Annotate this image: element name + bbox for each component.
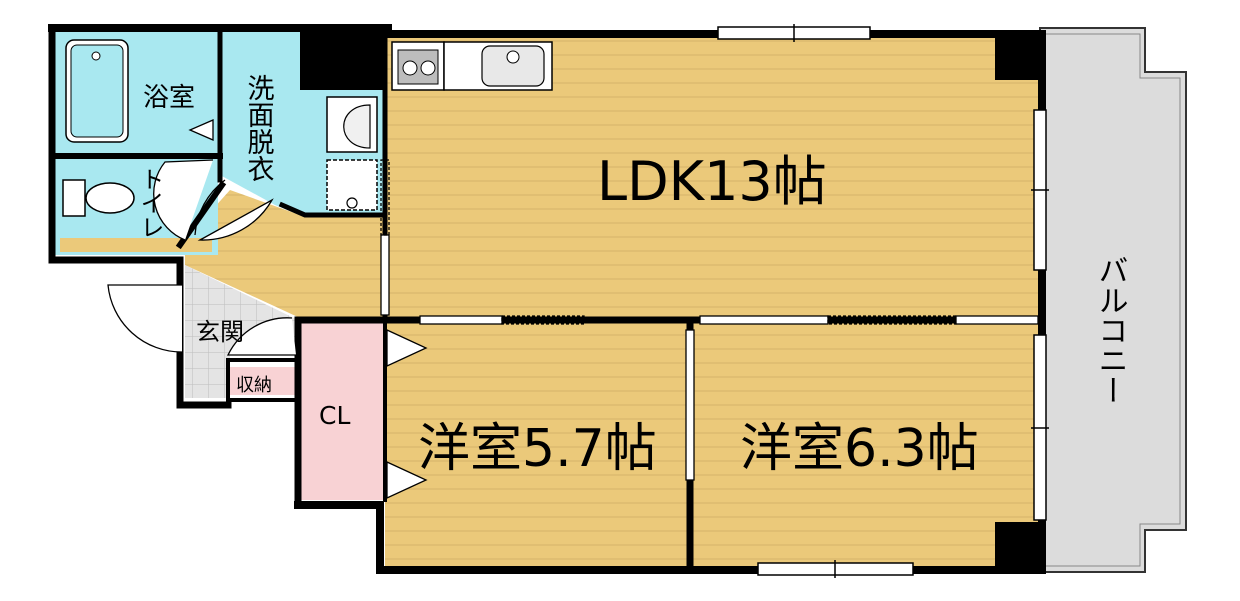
vanity-sink-icon <box>326 96 378 153</box>
western-room-2-label: 洋室6.3帖 <box>740 419 979 479</box>
bath-label: 浴室 <box>143 83 195 113</box>
western-room-1-label: 洋室5.7帖 <box>418 419 657 479</box>
columns <box>300 30 1043 572</box>
floor-areas <box>55 30 1040 568</box>
balcony <box>1039 27 1187 573</box>
bathtub-icon <box>65 39 129 143</box>
washing-machine-icon <box>326 159 378 211</box>
balcony-label: バルコニー <box>1093 255 1128 405</box>
ldk-label: LDK13帖 <box>597 150 827 213</box>
stove-icon <box>391 41 445 91</box>
swing-doors <box>107 119 428 500</box>
sliding-doors <box>380 159 1039 481</box>
toilet-icon <box>62 179 135 217</box>
storage-label: 収納 <box>236 375 272 396</box>
washroom-label: 洗面脱衣 <box>243 74 275 182</box>
entrance-label: 玄関 <box>196 318 244 346</box>
windows <box>717 24 1049 578</box>
toilet-label: トイレ <box>136 167 164 239</box>
kitchen-sink-icon <box>443 41 553 91</box>
closet-label: CL <box>319 401 350 430</box>
